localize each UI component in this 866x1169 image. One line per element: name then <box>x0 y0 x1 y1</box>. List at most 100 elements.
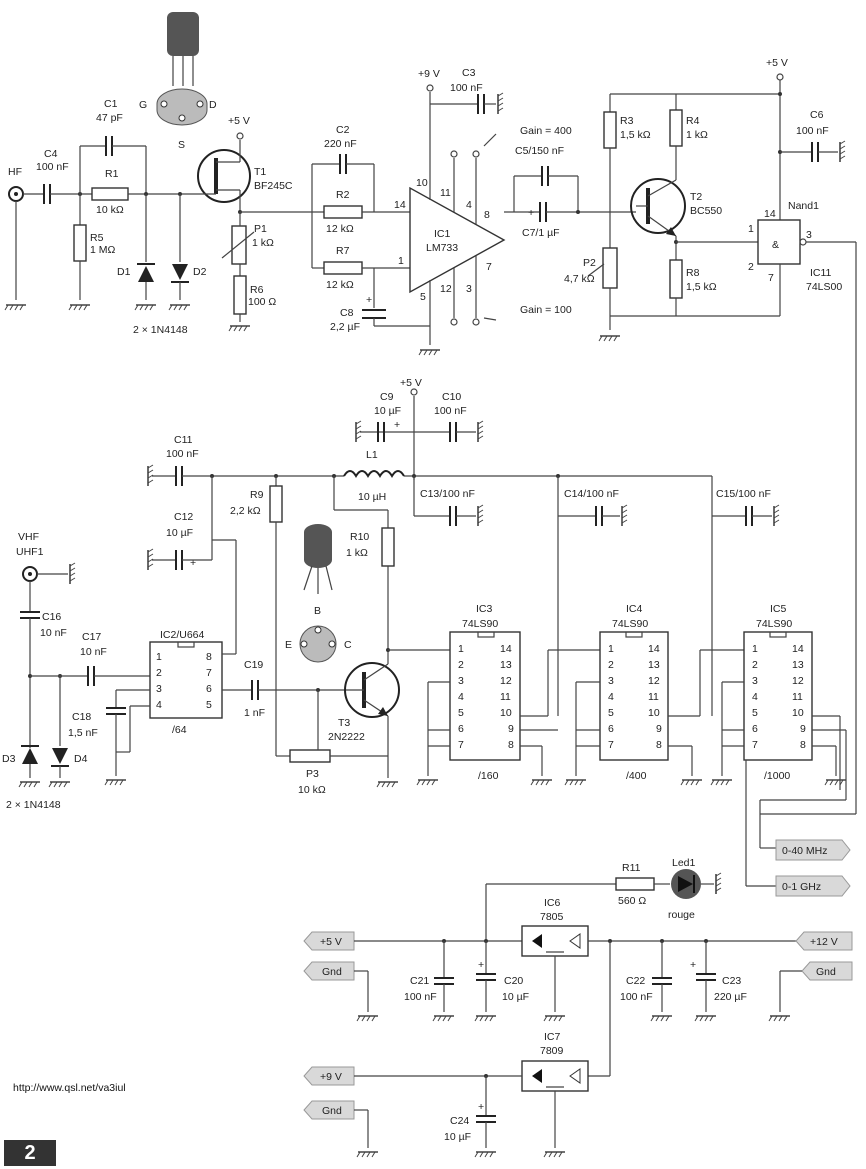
c6-value: 100 nF <box>796 125 829 137</box>
ic5-pin-4: 4 <box>752 691 758 703</box>
prescaler-section: +5 V + C9 10 µF C10 100 nF C11 100 nF L1… <box>2 377 847 886</box>
c1-value: 47 pF <box>96 112 123 124</box>
r1-label: R1 <box>105 168 119 180</box>
ic4-pin-5: 5 <box>608 707 614 719</box>
d1-label: D1 <box>117 266 131 278</box>
p1-label: P1 <box>254 223 267 235</box>
r5-label: R5 <box>90 232 104 244</box>
c8-label: C8 <box>340 307 354 319</box>
ic4-pin-4: 4 <box>608 691 614 703</box>
c6-label: C6 <box>810 109 824 121</box>
c4-label: C4 <box>44 148 58 160</box>
t1-pin-s: S <box>178 139 185 151</box>
ic3-type: 74LS90 <box>462 618 498 630</box>
hf-section: HF C4 100 nF R5 1 MΩ C1 47 pF R1 10 kΩ <box>4 12 857 815</box>
gain-400-label: Gain = 400 <box>520 125 572 137</box>
page-number: 2 <box>4 1140 56 1166</box>
ic2-pin-8: 8 <box>206 651 212 663</box>
t3-label: T3 <box>338 717 350 729</box>
ic11-label: IC11 <box>810 267 832 279</box>
r11-label: R11 <box>622 862 641 874</box>
ic3-pin-13: 13 <box>500 659 512 671</box>
p3-label: P3 <box>306 768 319 780</box>
prescaler-supply-label: +5 V <box>400 377 422 389</box>
ic4-pin-1: 1 <box>608 643 614 655</box>
out-40mhz-label: 0-40 MHz <box>782 845 828 857</box>
ic4-label: IC4 <box>626 603 643 615</box>
ic5-pin-8: 8 <box>800 739 806 751</box>
ic7-label: IC7 <box>544 1031 561 1043</box>
nand-pin-2: 2 <box>748 261 754 273</box>
c23-plus: + <box>690 959 696 971</box>
ic3-pin-4: 4 <box>458 691 464 703</box>
ic3-label: IC3 <box>476 603 493 615</box>
ic2-label: IC2/U664 <box>160 629 205 641</box>
c17-label: C17 <box>82 631 101 643</box>
ic3-pin-3: 3 <box>458 675 464 687</box>
ic6-type: 7805 <box>540 911 564 923</box>
ic4-pin-8: 8 <box>656 739 662 751</box>
r3-label: R3 <box>620 115 634 127</box>
c12-value: 10 µF <box>166 527 193 539</box>
gnd3-tag-label: Gnd <box>322 1105 342 1117</box>
c8-value: 2,2 µF <box>330 321 360 333</box>
r8-label: R8 <box>686 267 700 279</box>
c13-label: C13/100 nF <box>420 488 475 500</box>
c5-label: C5/150 nF <box>515 145 564 157</box>
c11-value: 100 nF <box>166 448 199 460</box>
ic5-label: IC5 <box>770 603 787 615</box>
p2-value: 4,7 kΩ <box>564 273 595 285</box>
ic3-pin-12: 12 <box>500 675 512 687</box>
r4-value: 1 kΩ <box>686 129 708 141</box>
ic4-pin-7: 7 <box>608 739 614 751</box>
c3-value: 100 nF <box>450 82 483 94</box>
p1-value: 1 kΩ <box>252 237 274 249</box>
c16-value: 10 nF <box>40 627 67 639</box>
ic3-pin-10: 10 <box>500 707 512 719</box>
ic1-pin-11: 11 <box>440 187 451 199</box>
t2-type: BC550 <box>690 205 722 217</box>
c14-label: C14/100 nF <box>564 488 619 500</box>
out-1ghz-label: 0-1 GHz <box>782 881 821 893</box>
d3-label: D3 <box>2 753 16 765</box>
c16-label: C16 <box>42 611 61 623</box>
c20-plus: + <box>478 959 484 971</box>
t3-pin-e: E <box>285 639 292 651</box>
source-url: http://www.qsl.net/va3iul <box>13 1082 126 1094</box>
r5-value: 1 MΩ <box>90 244 116 256</box>
nand-pin-3: 3 <box>806 229 812 241</box>
c12-label: C12 <box>174 511 193 523</box>
ic1-pin-5: 5 <box>420 291 426 303</box>
ic5-pin-14: 14 <box>792 643 804 655</box>
ic5-pin-10: 10 <box>792 707 804 719</box>
r2-value: 12 kΩ <box>326 223 354 235</box>
ic2-pin-5: 5 <box>206 699 212 711</box>
ic4-divider: /400 <box>626 770 647 782</box>
nand-pin-1: 1 <box>748 223 754 235</box>
ic5-pin-13: 13 <box>792 659 804 671</box>
ic4-pin-13: 13 <box>648 659 660 671</box>
ic5-pins: 1 2 3 4 5 6 7 14 13 12 11 10 9 8 <box>752 643 806 751</box>
c23-value: 220 µF <box>714 991 747 1003</box>
ic3-pin-9: 9 <box>508 723 514 735</box>
ic2-divider: /64 <box>172 724 187 736</box>
ic4-pin-3: 3 <box>608 675 614 687</box>
ic1-pin-14: 14 <box>394 199 406 211</box>
l1-label: L1 <box>366 449 378 461</box>
ic1-pin-1: 1 <box>398 255 404 267</box>
r9-label: R9 <box>250 489 264 501</box>
t1-label: T1 <box>254 166 266 178</box>
c19-label: C19 <box>244 659 263 671</box>
p5v-tag-label: +5 V <box>320 936 342 948</box>
ic2-pin-2: 2 <box>156 667 162 679</box>
c20-label: C20 <box>504 975 523 987</box>
l1-value: 10 µH <box>358 491 386 503</box>
c19-value: 1 nF <box>244 707 265 719</box>
ic1-pin-10: 10 <box>416 177 428 189</box>
ic5-divider: /1000 <box>764 770 790 782</box>
ic6-label: IC6 <box>544 897 561 909</box>
diodes2-label: 2 × 1N4148 <box>6 799 61 811</box>
t1-pin-d: D <box>209 99 217 111</box>
c1-label: C1 <box>104 98 118 110</box>
c9-label: C9 <box>380 391 394 403</box>
